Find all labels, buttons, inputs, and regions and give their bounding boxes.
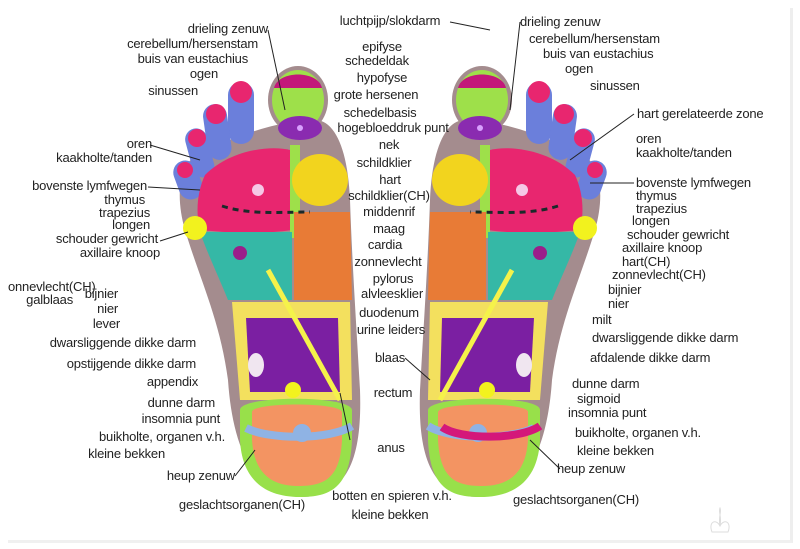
label-left: ogen	[189, 66, 218, 81]
label-center: schildklier	[356, 155, 412, 170]
label-left: kaakholte/tanden	[56, 150, 152, 165]
label-right: buis van eustachius	[543, 46, 654, 61]
label-center: zonnevlecht	[354, 254, 422, 269]
label-right: schouder gewricht	[627, 227, 730, 242]
label-center: maag	[373, 221, 405, 236]
label-center: botten en spieren v.h.	[332, 488, 452, 503]
label-right: bijnier	[608, 282, 642, 297]
label-left: thymus	[104, 192, 145, 207]
label-left: buikholte, organen v.h.	[99, 429, 225, 444]
leader-lines	[147, 21, 635, 477]
right-heel-band	[439, 422, 543, 441]
label-center: grote hersenen	[333, 87, 419, 102]
label-center: schildklier(CH)	[348, 188, 430, 203]
label-left: dunne darm	[147, 395, 216, 410]
label-center: alvleesklier	[361, 286, 423, 301]
label-left: sinussen	[148, 83, 198, 98]
label-left: onnevlecht(CH)	[8, 279, 96, 294]
label-left: bijnier	[84, 286, 118, 301]
label-left: schouder gewricht	[55, 231, 158, 246]
label-right: insomnia punt	[568, 405, 647, 420]
label-right: bovenste lymfwegen	[636, 175, 751, 190]
label-left: bovenste lymfwegen	[32, 178, 147, 193]
label-center: pylorus	[372, 271, 414, 286]
label-center: epifyse	[362, 39, 402, 54]
label-center: anus	[377, 440, 405, 455]
label-center: rectum	[373, 385, 413, 400]
label-right: kaakholte/tanden	[636, 145, 732, 160]
label-left: lever	[92, 316, 120, 331]
label-left: axillaire knoop	[79, 245, 160, 260]
label-right: ogen	[565, 61, 594, 76]
label-right: afdalende dikke darm	[590, 350, 711, 365]
label-left: trapezius	[99, 205, 150, 220]
label-right: oren	[636, 131, 662, 146]
label-center: blaas	[374, 350, 406, 365]
label-center: nek	[378, 137, 400, 152]
label-left: geslachtsorganen(CH)	[178, 497, 305, 512]
label-right: milt	[592, 312, 612, 327]
label-center: schedelbasis	[343, 105, 417, 120]
label-left: buis van eustachius	[137, 51, 249, 66]
label-left: galblaas	[26, 292, 73, 307]
label-right: buikholte, organen v.h.	[575, 425, 701, 440]
label-center: cardia	[367, 237, 403, 252]
label-right: hart gerelateerde zone	[637, 106, 764, 121]
label-right: nier	[608, 296, 629, 311]
label-left: longen	[112, 217, 150, 232]
frame-edge	[8, 8, 793, 543]
label-right: sigmoid	[577, 391, 621, 406]
label-right: kleine bekken	[577, 443, 654, 458]
label-left: drieling zenuw	[187, 21, 269, 36]
label-left: oren	[126, 136, 152, 151]
label-right: geslachtsorganen(CH)	[513, 492, 640, 507]
label-center: luchtpijp/slokdarm	[339, 13, 441, 28]
label-left: nier	[97, 301, 118, 316]
label-left: kleine bekken	[88, 446, 165, 461]
label-left: opstijgende dikke darm	[66, 356, 196, 371]
label-right: drieling zenuw	[520, 14, 601, 29]
label-right: dwarsliggende dikke darm	[592, 330, 739, 345]
label-left: cerebellum/hersenstam	[127, 36, 258, 51]
label-right: thymus	[636, 188, 677, 203]
lotus-icon	[710, 506, 730, 533]
label-right: longen	[632, 213, 670, 228]
label-left: appendix	[146, 374, 198, 389]
label-center: kleine bekken	[351, 507, 429, 522]
label-left: insomnia punt	[141, 411, 221, 426]
label-right: heup zenuw	[557, 461, 626, 476]
label-right: trapezius	[636, 201, 687, 216]
label-center: hart	[379, 172, 401, 187]
label-right: sinussen	[590, 78, 640, 93]
label-right: axillaire knoop	[622, 240, 703, 255]
label-center: middenrif	[363, 204, 415, 219]
label-right: dunne darm	[572, 376, 640, 391]
label-center: hypofyse	[356, 70, 408, 85]
label-center: schedeldak	[345, 53, 409, 68]
label-left: heup zenuw	[166, 468, 235, 483]
label-right: zonnevlecht(CH)	[612, 267, 706, 282]
label-center: urine leiders	[356, 322, 426, 337]
label-right: cerebellum/hersenstam	[529, 31, 660, 46]
label-center: duodenum	[359, 305, 419, 320]
label-center: hogebloeddruk punt	[337, 120, 449, 135]
label-right: hart(CH)	[622, 254, 671, 269]
label-left: dwarsliggende dikke darm	[49, 335, 196, 350]
